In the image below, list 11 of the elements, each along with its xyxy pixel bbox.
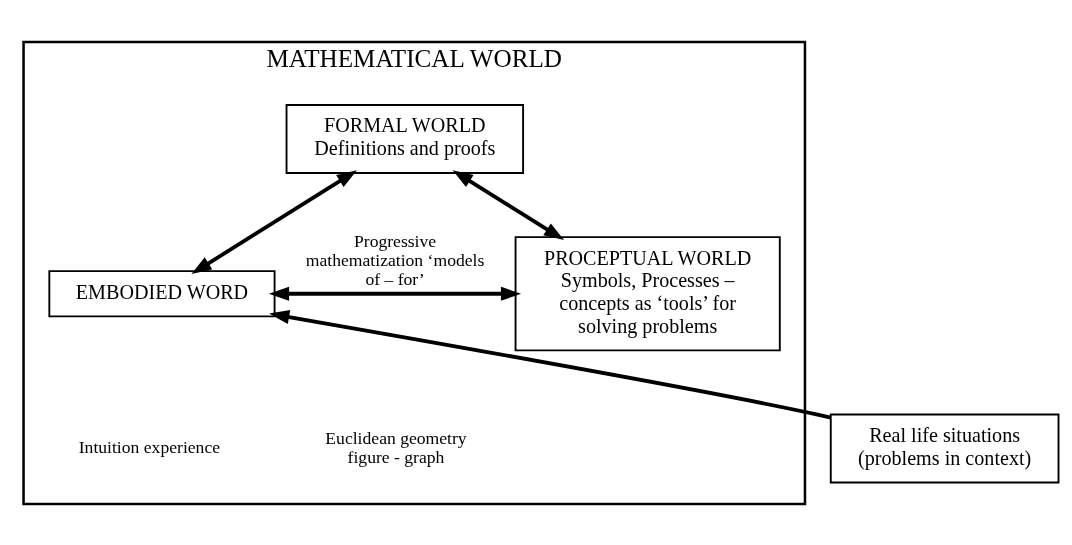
- node-box: EMBODIED WORD: [48, 269, 276, 317]
- arrow: [191, 169, 357, 274]
- label: Euclidean geometry figure - graph: [325, 427, 467, 467]
- arrow: [268, 286, 522, 301]
- label: Intuition experience: [78, 436, 221, 457]
- arrow: [269, 309, 832, 419]
- node-box: Real life situations (problems in context): [829, 413, 1060, 483]
- node-box: PROCEPTUAL WORLD Symbols, Processes – concepts as ‘tools’ for solving problems: [514, 235, 781, 351]
- node-box: FORMAL WORLD Definitions and proofs: [285, 103, 525, 174]
- arrow: [452, 169, 565, 240]
- edge-label: Progressive mathematization ‘models of – for’: [305, 230, 485, 289]
